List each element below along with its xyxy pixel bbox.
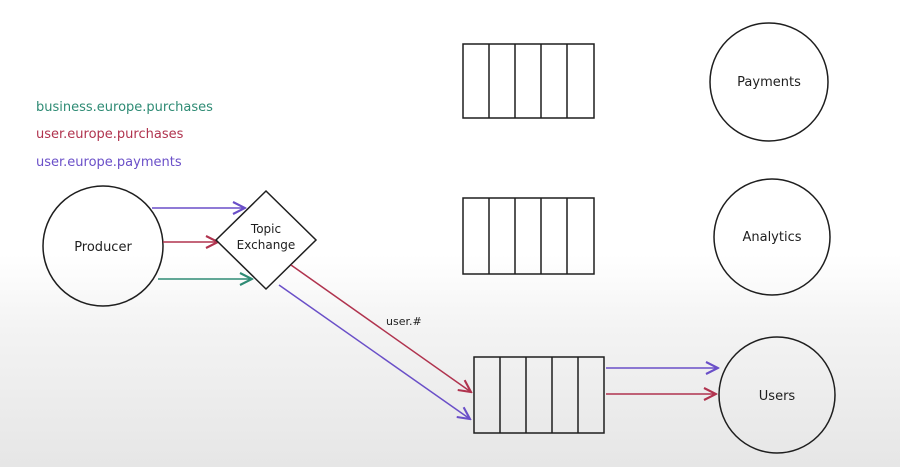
- topic-exchange-node: Topic Exchange: [214, 189, 318, 291]
- users-queue: [473, 356, 605, 434]
- legend-user-europe-payments: user.europe.payments: [36, 155, 182, 170]
- payments-queue-outline: [462, 43, 595, 119]
- payments-queue: [462, 43, 595, 119]
- exchange-diamond: [214, 189, 318, 291]
- arrow-purple-to-users-queue: [278, 284, 470, 419]
- routing-key-legend: business.europe.purchases user.europe.pu…: [36, 100, 213, 170]
- users-queue-outline: [473, 356, 605, 434]
- producer-to-exchange-arrows: [152, 208, 252, 279]
- exchange-label-line2: Exchange: [237, 238, 296, 252]
- producer-node: Producer: [42, 185, 164, 307]
- analytics-circle: [713, 178, 831, 296]
- analytics-consumer: Analytics: [713, 178, 831, 296]
- users-label: Users: [759, 389, 796, 404]
- producer-label: Producer: [74, 240, 132, 255]
- arrow-red-to-users-queue: [290, 264, 471, 392]
- legend-user-europe-purchases: user.europe.purchases: [36, 127, 184, 142]
- legend-business-europe-purchases: business.europe.purchases: [36, 100, 213, 115]
- exchange-label-line1: Topic: [250, 222, 281, 236]
- producer-circle: [42, 185, 164, 307]
- analytics-label: Analytics: [742, 230, 801, 245]
- payments-circle: [709, 22, 829, 142]
- analytics-queue: [462, 197, 595, 275]
- exchange-to-queue-arrows: user.#: [278, 264, 471, 419]
- payments-consumer: Payments: [709, 22, 829, 142]
- binding-key-label: user.#: [386, 315, 422, 328]
- queue-to-consumer-arrows: [606, 368, 718, 394]
- payments-label: Payments: [737, 75, 801, 90]
- analytics-queue-outline: [462, 197, 595, 275]
- users-circle: [718, 336, 836, 454]
- users-consumer: Users: [718, 336, 836, 454]
